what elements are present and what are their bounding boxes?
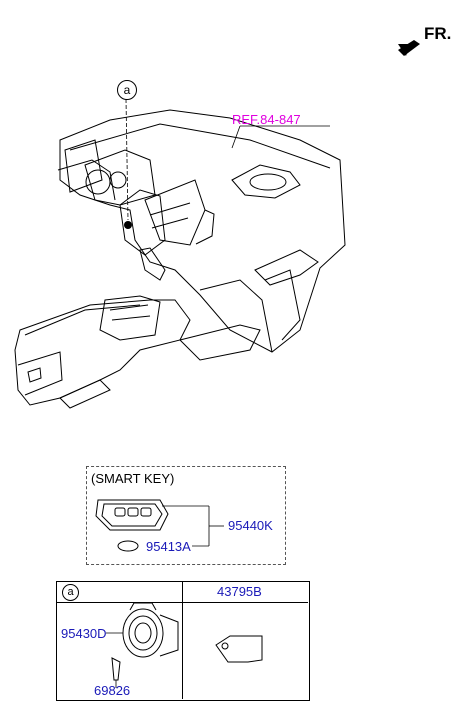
front-direction-label: FR.	[424, 24, 452, 43]
detail-table-divider	[182, 581, 183, 699]
part-number-43795b: 43795B	[217, 584, 262, 599]
part-number-95430d: 95430D	[61, 626, 107, 641]
detail-table	[56, 581, 310, 701]
part-number-69826: 69826	[94, 683, 131, 698]
detail-table-callout: a	[62, 584, 79, 601]
part-number-95413a: 95413A	[146, 539, 191, 554]
detail-callout-a: a	[117, 80, 137, 100]
part-number-95440k: 95440K	[228, 518, 273, 533]
smart-key-group	[86, 466, 286, 565]
smart-key-title: (SMART KEY)	[91, 471, 175, 486]
arrow-forward-icon	[398, 40, 420, 56]
reference-label: REF.84-847	[232, 112, 301, 127]
